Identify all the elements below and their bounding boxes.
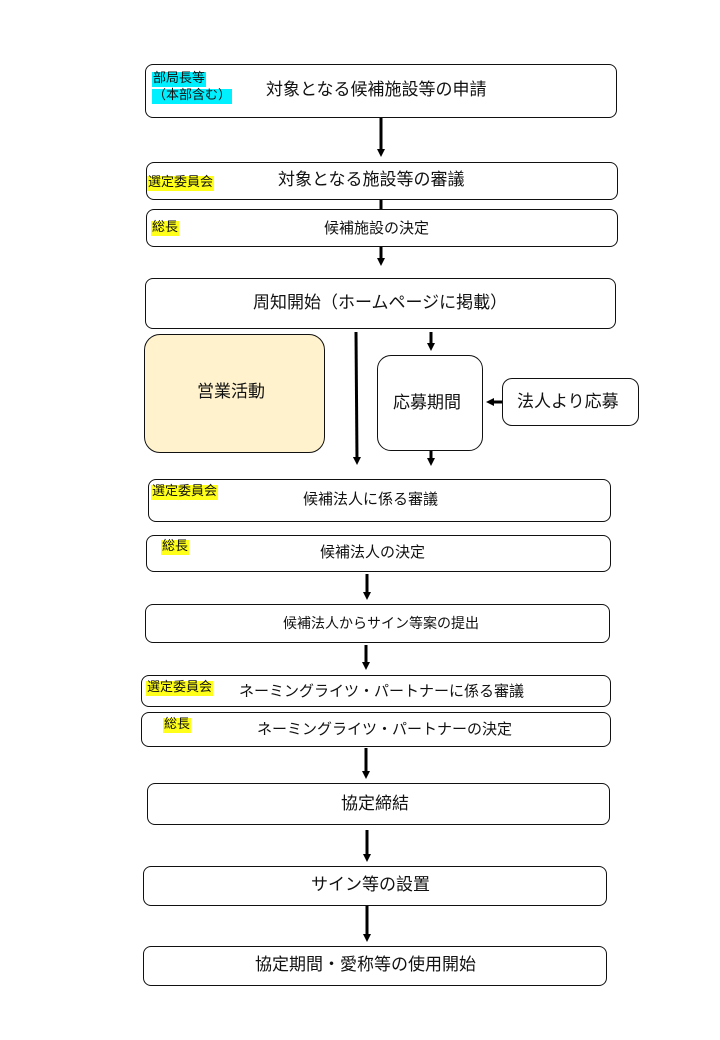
step-label: 周知開始（ホームページに掲載） — [253, 293, 508, 313]
corporate-application-box: 法人より応募 — [502, 378, 639, 426]
step-label: 候補法人に係る審議 — [303, 490, 439, 508]
sales-activity-box: 営業活動 — [144, 334, 325, 453]
step-label: ネーミングライツ・パートナーに係る審議 — [239, 682, 525, 700]
sales-label: 営業活動 — [197, 382, 265, 402]
responsible-tag: 選定委員会 — [147, 175, 215, 191]
arrow-s4-s5-long — [352, 331, 361, 465]
step-label: 協定期間・愛称等の使用開始 — [255, 955, 476, 975]
apply-label: 法人より応募 — [517, 392, 619, 412]
step-label: 候補法人の決定 — [320, 543, 426, 561]
step-sign-proposal: 候補法人からサイン等案の提出 — [145, 604, 610, 643]
step-sign-installation: サイン等の設置 — [143, 866, 607, 906]
step-label: 協定締結 — [341, 794, 409, 814]
step-label: ネーミングライツ・パートナーの決定 — [257, 720, 513, 738]
responsible-tag: 選定委員会 — [151, 484, 219, 500]
step-usage-start: 協定期間・愛称等の使用開始 — [143, 946, 607, 986]
step-candidate-deliberation: 選定委員会 候補法人に係る審議 — [148, 479, 611, 522]
step-announcement: 周知開始（ホームページに掲載） — [145, 278, 616, 329]
responsible-tag: 選定委員会 — [146, 680, 214, 696]
step-label: 対象となる施設等の審議 — [278, 170, 465, 190]
responsible-tag: 総長 — [163, 717, 192, 733]
step-facility-decision: 総長 候補施設の決定 — [146, 209, 618, 247]
step-partner-deliberation: 選定委員会 ネーミングライツ・パートナーに係る審議 — [141, 675, 611, 707]
period-label: 応募期間 — [393, 393, 461, 413]
step-label: 候補施設の決定 — [324, 219, 430, 237]
step-partner-decision: 総長 ネーミングライツ・パートナーの決定 — [141, 712, 611, 747]
responsible-tag-note: （本部含む） — [152, 88, 233, 104]
step-label: サイン等の設置 — [311, 875, 430, 895]
step-agreement: 協定締結 — [147, 783, 610, 825]
responsible-tag: 部局長等 — [152, 71, 207, 87]
step-candidate-decision: 総長 候補法人の決定 — [146, 535, 611, 572]
step-label: 対象となる候補施設等の申請 — [266, 80, 487, 100]
application-period-box: 応募期間 — [377, 355, 483, 451]
step-facility-deliberation: 選定委員会 対象となる施設等の審議 — [146, 162, 618, 200]
responsible-tag: 総長 — [161, 539, 190, 555]
step-application: 部局長等 （本部含む） 対象となる候補施設等の申請 — [145, 64, 617, 118]
responsible-tag: 総長 — [151, 220, 180, 236]
step-label: 候補法人からサイン等案の提出 — [283, 616, 479, 632]
